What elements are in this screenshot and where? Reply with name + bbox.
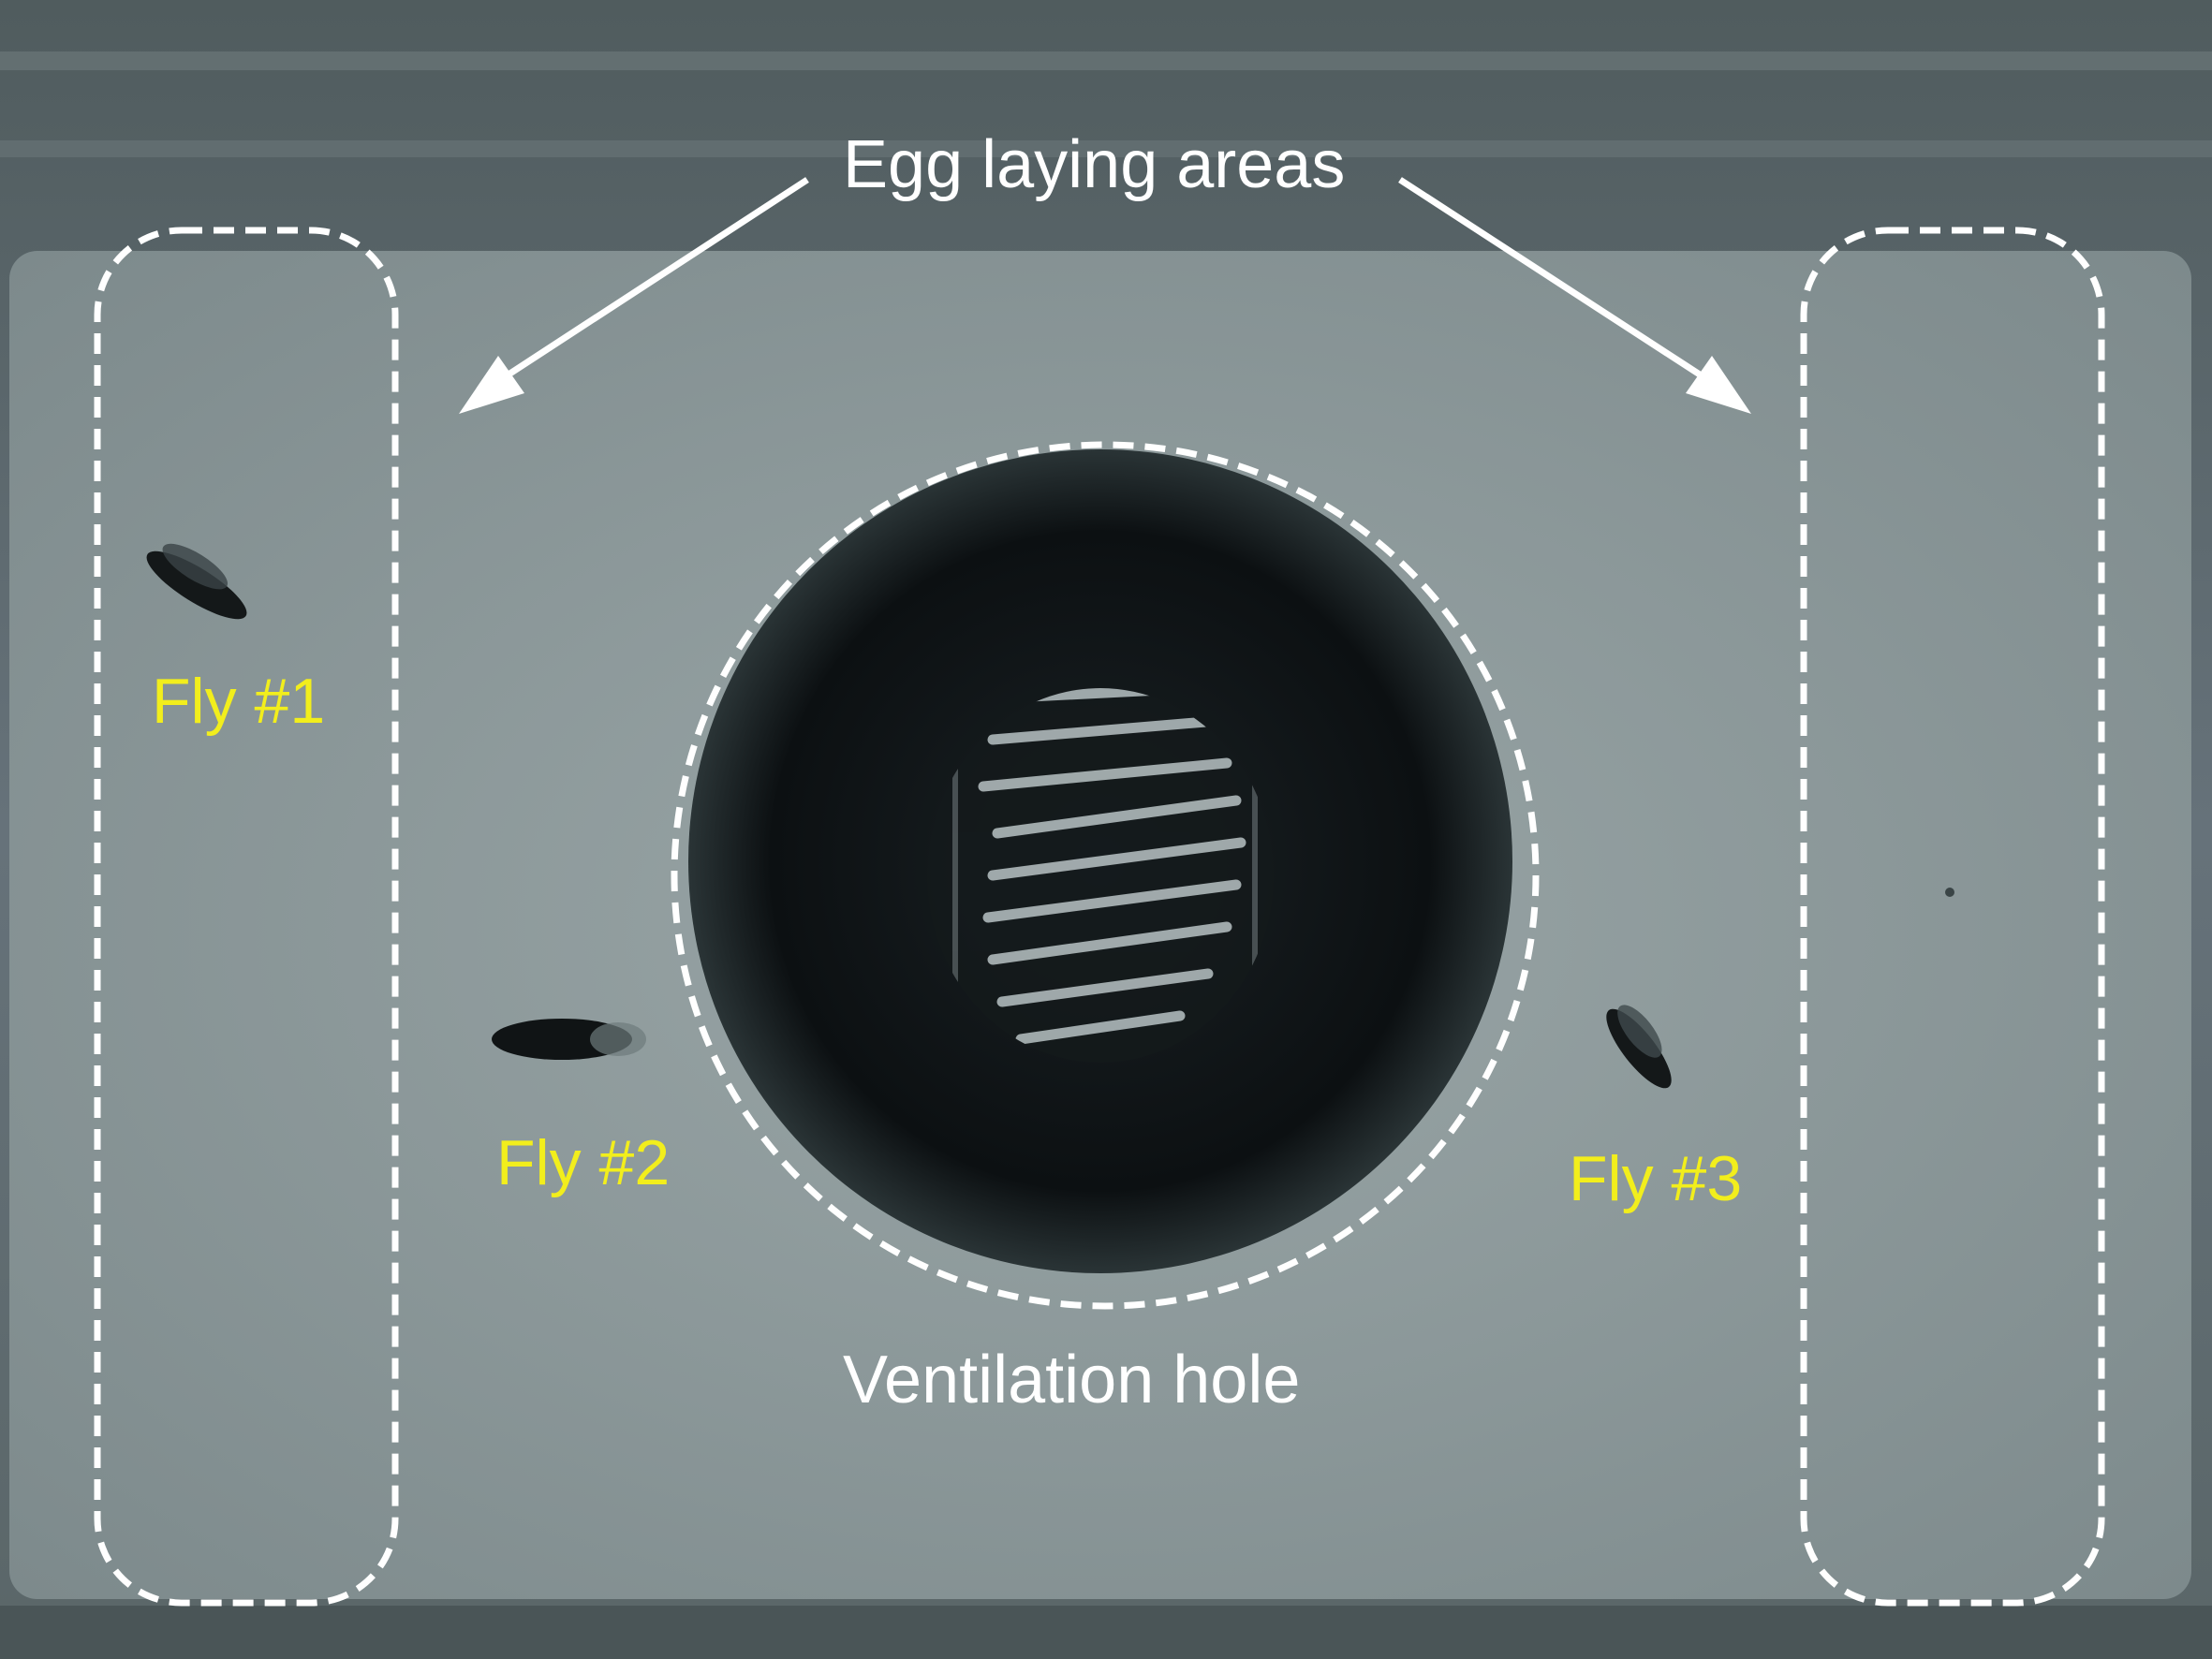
ventilation-hole-outline [671, 441, 1540, 1310]
fly-3-icon [1606, 1005, 1672, 1089]
fly-3-label: Fly #3 [1569, 1143, 1743, 1214]
arrow-left-icon [459, 177, 809, 414]
arrow-right-icon [1398, 177, 1751, 414]
fly-2-icon [492, 1019, 646, 1060]
ventilation-hole [688, 449, 1512, 1273]
egg-laying-area-right [1800, 227, 2105, 1607]
mesh-icon [927, 688, 1274, 1063]
egg-laying-area-left [94, 227, 399, 1607]
fly-1-label: Fly #1 [152, 666, 326, 737]
fly-1-icon [146, 543, 247, 620]
ventilation-hole-label: Ventilation hole [843, 1343, 1301, 1417]
fly-2-label: Fly #2 [496, 1127, 671, 1198]
egg-laying-areas-label: Egg laying areas [843, 127, 1346, 202]
